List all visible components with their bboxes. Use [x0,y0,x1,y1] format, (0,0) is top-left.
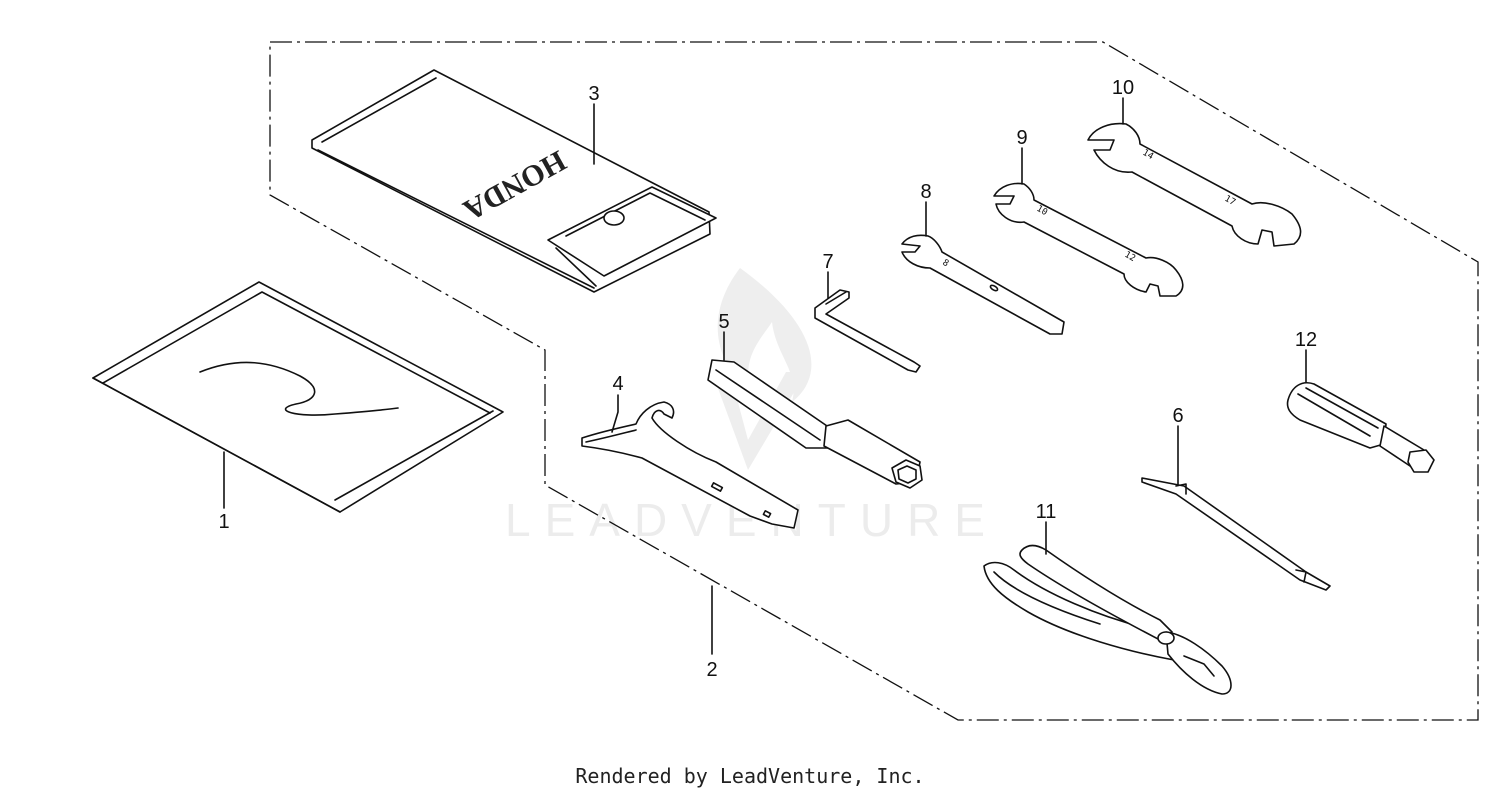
screwdriver-handle [1286,382,1435,473]
wrench-10x12: 10 12 [993,182,1184,297]
wrench-14x17-mark-a: 14 [1141,148,1155,162]
pin-spanner-wrench [581,401,799,529]
callout-10: 10 [1112,77,1134,99]
tool-pouch: HONDA [311,69,717,293]
callout-8: 8 [920,181,931,203]
callout-6: 6 [1172,405,1183,427]
callout-9: 9 [1016,127,1027,149]
callout-numbers: 1 2 3 4 5 6 7 8 9 10 11 12 [218,77,1317,681]
wrench-8mm: 8 [901,234,1065,335]
wrench-14x17: 14 17 [1087,122,1302,247]
callout-12: 12 [1295,329,1317,351]
pliers [983,544,1232,695]
callout-3: 3 [588,83,599,105]
screwdriver-shaft [1141,477,1331,591]
callout-11: 11 [1036,501,1057,523]
kit-boundary [269,41,1479,721]
callout-4: 4 [612,373,623,395]
callout-7: 7 [822,251,833,273]
manual-sheet [92,281,504,513]
footer-credit: Rendered by LeadVenture, Inc. [575,764,925,788]
callout-2: 2 [706,659,717,681]
spark-plug-wrench [707,359,923,489]
hex-key [814,289,921,373]
callout-leaders [223,97,1307,655]
wrench-8mm-mark: 8 [941,258,951,269]
wrench-14x17-mark-b: 17 [1223,194,1237,208]
wrench-10x12-mark-b: 12 [1123,250,1137,264]
callout-5: 5 [718,311,729,333]
wrench-10x12-mark-a: 10 [1035,204,1049,218]
callout-1: 1 [218,511,229,533]
